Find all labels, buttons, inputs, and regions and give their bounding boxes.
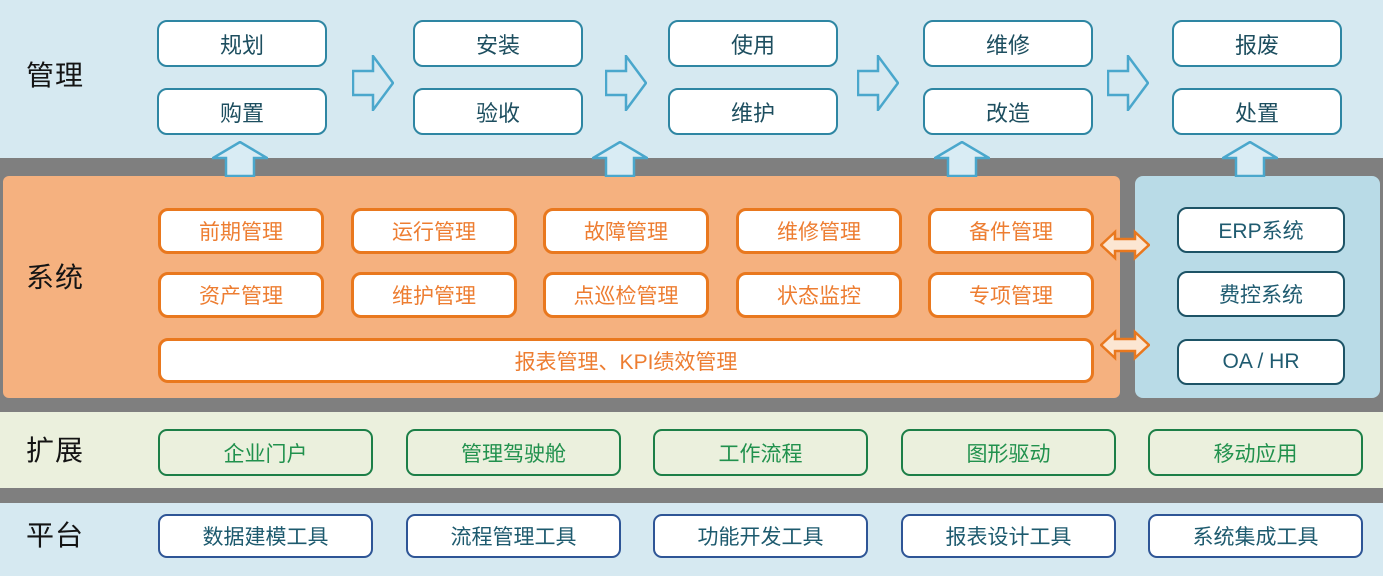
extension-box-portal: 企业门户 (158, 429, 373, 476)
module-box-special: 专项管理 (928, 272, 1094, 318)
platform-tool-box-function-dev: 功能开发工具 (653, 514, 868, 558)
integration-arrow-icon (1099, 326, 1151, 364)
lifecycle-box-disposal: 处置 (1172, 88, 1342, 135)
extension-box-workflow: 工作流程 (653, 429, 868, 476)
integration-arrow-icon (1099, 226, 1151, 264)
module-box-reporting-kpi: 报表管理、KPI绩效管理 (158, 338, 1094, 383)
extension-row-label: 扩展 (26, 435, 85, 466)
platform-row-label: 平台 (26, 520, 85, 551)
extension-box-graphics: 图形驱动 (901, 429, 1116, 476)
lifecycle-box-usage: 使用 (668, 20, 838, 67)
module-box-fault: 故障管理 (543, 208, 709, 254)
external-system-box-expense: 费控系统 (1177, 271, 1345, 317)
lifecycle-box-purchase: 购置 (157, 88, 327, 135)
platform-tool-box-sys-integration: 系统集成工具 (1148, 514, 1363, 558)
lifecycle-box-planning: 规划 (157, 20, 327, 67)
extension-box-cockpit: 管理驾驶舱 (406, 429, 621, 476)
upflow-arrow-icon (588, 140, 652, 178)
platform-tool-box-report-design: 报表设计工具 (901, 514, 1116, 558)
flow-arrow-right-icon (604, 52, 648, 114)
lifecycle-box-repair: 维修 (923, 20, 1093, 67)
upflow-arrow-icon (1218, 140, 1282, 178)
module-box-inspection: 点巡检管理 (543, 272, 709, 318)
module-box-asset: 资产管理 (158, 272, 324, 318)
flow-arrow-right-icon (856, 52, 900, 114)
upflow-arrow-icon (930, 140, 994, 178)
lifecycle-box-installation: 安装 (413, 20, 583, 67)
module-box-operation: 运行管理 (351, 208, 517, 254)
external-system-box-oa-hr: OA / HR (1177, 339, 1345, 385)
flow-arrow-right-icon (351, 52, 395, 114)
lifecycle-box-retrofit: 改造 (923, 88, 1093, 135)
lifecycle-box-acceptance: 验收 (413, 88, 583, 135)
lifecycle-box-scrap: 报废 (1172, 20, 1342, 67)
external-system-box-erp: ERP系统 (1177, 207, 1345, 253)
system-row-label: 系统 (26, 262, 85, 293)
flow-arrow-right-icon (1106, 52, 1150, 114)
platform-tool-box-process-mgmt: 流程管理工具 (406, 514, 621, 558)
management-row-label: 管理 (26, 60, 85, 91)
platform-tool-box-data-modeling: 数据建模工具 (158, 514, 373, 558)
module-box-repair: 维修管理 (736, 208, 902, 254)
extension-box-mobile: 移动应用 (1148, 429, 1363, 476)
upflow-arrow-icon (208, 140, 272, 178)
module-box-early-stage: 前期管理 (158, 208, 324, 254)
module-box-spare-parts: 备件管理 (928, 208, 1094, 254)
module-box-monitoring: 状态监控 (736, 272, 902, 318)
lifecycle-box-maintenance: 维护 (668, 88, 838, 135)
module-box-maintenance: 维护管理 (351, 272, 517, 318)
